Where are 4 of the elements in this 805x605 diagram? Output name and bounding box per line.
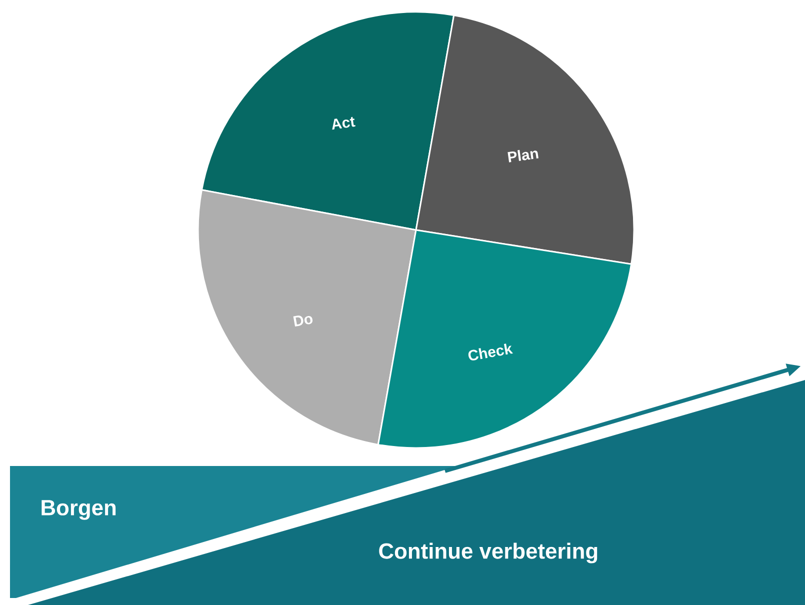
wheel-segment: Act bbox=[200, 11, 455, 231]
wheel-segment: Check bbox=[377, 229, 632, 449]
wheel-segment: Do bbox=[197, 189, 417, 446]
wheel-segment: Plan bbox=[415, 14, 635, 265]
